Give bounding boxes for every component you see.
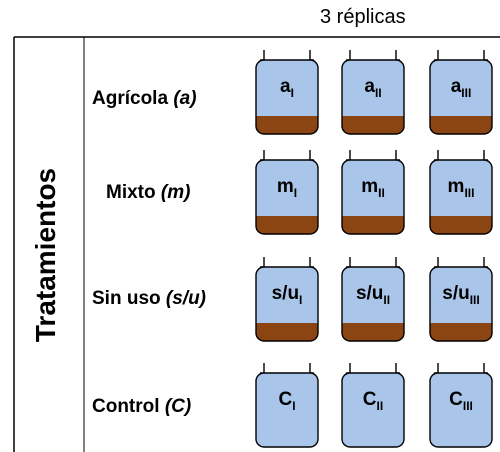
jar-outline xyxy=(255,59,319,135)
jar-water xyxy=(342,267,404,341)
treatments-label: Tratamientos xyxy=(30,167,61,343)
jars-layer: aI aII aIII mI mII mIII s/uI s/uII s/uIII CI CII CI… xyxy=(255,50,493,448)
jar-outline xyxy=(341,159,405,235)
jar-3-2: CIII xyxy=(429,363,493,448)
jar-outline xyxy=(255,266,319,342)
jar-2-1: s/uII xyxy=(341,257,405,342)
jar-neck xyxy=(349,150,397,160)
jar-0-1: aII xyxy=(341,50,405,135)
jar-2-2: s/uIII xyxy=(429,257,493,342)
jar-neck xyxy=(349,257,397,267)
jar-neck xyxy=(263,150,311,160)
jar-outline xyxy=(255,372,319,448)
jar-neck xyxy=(349,363,397,373)
jar-outline xyxy=(341,372,405,448)
jar-outline xyxy=(341,59,405,135)
row-label-sin-uso: Sin uso (s/u) xyxy=(92,288,207,309)
row-label-agricola: Agrícola (a) xyxy=(92,88,197,109)
jar-sediment xyxy=(430,216,492,234)
jar-0-0: aI xyxy=(255,50,319,135)
jar-sediment xyxy=(342,216,404,234)
jar-label: mIII xyxy=(448,176,475,200)
jar-label: CI xyxy=(278,389,295,413)
jar-label: aIII xyxy=(451,76,472,100)
jar-label: s/uII xyxy=(356,283,390,307)
jar-label: s/uI xyxy=(272,283,303,307)
jar-3-1: CII xyxy=(341,363,405,448)
jar-label: CII xyxy=(363,389,383,413)
jar-label: s/uIII xyxy=(442,283,479,307)
jar-1-0: mI xyxy=(255,150,319,235)
jar-label: mII xyxy=(361,176,385,200)
jar-sediment xyxy=(256,216,318,234)
jar-neck xyxy=(263,50,311,60)
jar-neck xyxy=(437,150,485,160)
jar-outline xyxy=(429,372,493,448)
jar-neck xyxy=(437,257,485,267)
jar-1-2: mIII xyxy=(429,150,493,235)
jar-3-0: CI xyxy=(255,363,319,448)
jar-neck xyxy=(263,257,311,267)
jar-neck xyxy=(349,50,397,60)
jar-1-1: mII xyxy=(341,150,405,235)
jar-water xyxy=(342,373,404,447)
jar-outline xyxy=(429,159,493,235)
jar-sediment xyxy=(342,116,404,134)
jar-water xyxy=(256,160,318,234)
jar-outline xyxy=(429,59,493,135)
jar-water xyxy=(430,60,492,134)
jar-label: aII xyxy=(364,76,381,100)
jar-sediment xyxy=(342,323,404,341)
jar-sediment xyxy=(256,116,318,134)
jar-label: mI xyxy=(277,176,297,200)
jar-outline xyxy=(255,159,319,235)
jar-water xyxy=(430,373,492,447)
jar-2-0: s/uI xyxy=(255,257,319,342)
jar-sediment xyxy=(430,323,492,341)
jar-water xyxy=(342,60,404,134)
jar-water xyxy=(430,160,492,234)
jar-outline xyxy=(341,266,405,342)
treatments-axis-title: Tratamientos xyxy=(16,130,76,380)
replicas-title: 3 réplicas xyxy=(320,6,406,28)
jar-water xyxy=(342,160,404,234)
jar-neck xyxy=(437,363,485,373)
jar-0-2: aIII xyxy=(429,50,493,135)
jar-sediment xyxy=(430,116,492,134)
jar-label: aI xyxy=(280,76,294,100)
jar-water xyxy=(256,267,318,341)
jar-water xyxy=(256,60,318,134)
row-label-mixto: Mixto (m) xyxy=(106,182,191,203)
jar-neck xyxy=(263,363,311,373)
jar-neck xyxy=(437,50,485,60)
row-label-control: Control (C) xyxy=(92,396,192,417)
jar-sediment xyxy=(256,323,318,341)
jar-water xyxy=(256,373,318,447)
jar-outline xyxy=(429,266,493,342)
jar-label: CIII xyxy=(449,389,473,413)
jar-water xyxy=(430,267,492,341)
